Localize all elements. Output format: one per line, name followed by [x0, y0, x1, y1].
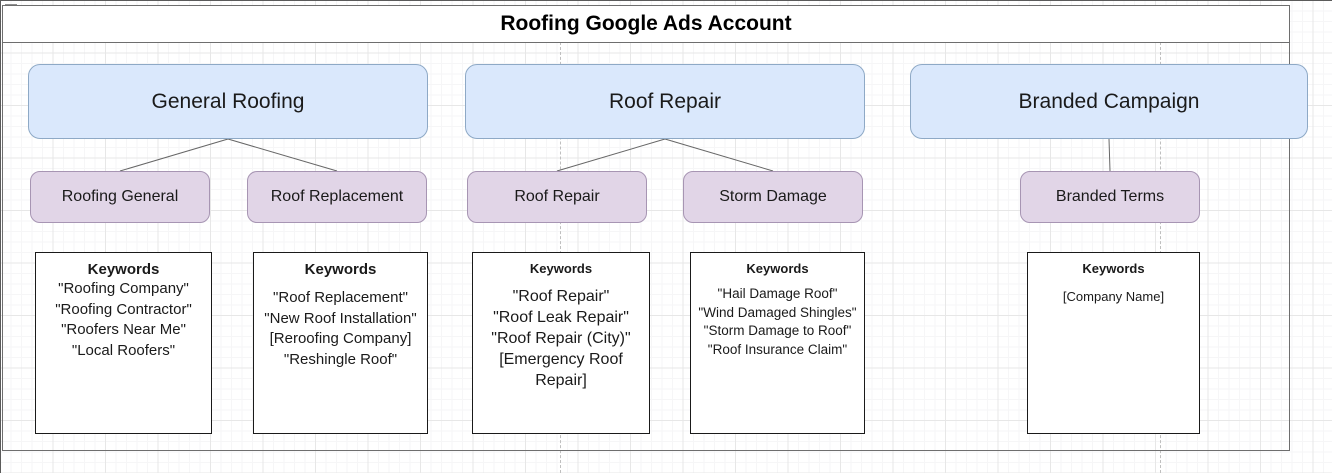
- adgroup-label: Branded Terms: [1055, 188, 1165, 205]
- connector[interactable]: [1108, 138, 1111, 172]
- campaign-label: Roof Repair: [608, 89, 722, 113]
- keywords-heading: Keywords: [304, 261, 377, 278]
- keywords-box-roof-repair[interactable]: Keywords "Roof Repair" "Roof Leak Repair"…: [472, 252, 650, 434]
- canvas-left-edge: [0, 0, 1, 473]
- keywords-heading: Keywords: [746, 261, 809, 276]
- keyword-line: "Roof Leak Repair": [493, 309, 629, 327]
- keywords-heading: Keywords: [87, 261, 160, 278]
- account-group-container[interactable]: Roofing Google Ads Account: [2, 5, 1290, 451]
- keywords-list: "Roofing Company" "Roofing Contractor" "Ro…: [36, 279, 211, 362]
- adgroup-node-roof-repair[interactable]: Roof Repair: [467, 171, 647, 223]
- keyword-line: [Reroofing Company]: [269, 330, 412, 348]
- keyword-line: [Emergency Roof Repair]: [499, 351, 623, 390]
- connector[interactable]: [119, 138, 229, 172]
- adgroup-label: Roof Repair: [514, 188, 600, 205]
- adgroup-label: Roof Replacement: [270, 188, 404, 205]
- keywords-box-roofing-general[interactable]: Keywords "Roofing Company" "Roofing Contr…: [35, 252, 212, 434]
- connector[interactable]: [556, 138, 666, 172]
- keyword-line: "Local Roofers": [71, 342, 176, 360]
- keyword-line: "Roofing Contractor": [55, 300, 192, 318]
- keywords-list: "Hail Damage Roof" "Wind Damaged Shingles…: [691, 285, 864, 360]
- keyword-line: "Roof Replacement": [273, 289, 408, 306]
- adgroup-node-storm-damage[interactable]: Storm Damage: [683, 171, 863, 223]
- canvas-top-edge: [0, 0, 1332, 1]
- connector[interactable]: [227, 138, 338, 172]
- keyword-line: "Reshingle Roof": [283, 351, 398, 369]
- keyword-line: "Roofing Company": [58, 280, 189, 297]
- keywords-heading: Keywords: [1082, 261, 1145, 276]
- keyword-line: "Roof Repair": [512, 288, 610, 305]
- adgroup-node-roofing-general[interactable]: Roofing General: [30, 171, 210, 223]
- campaign-node-branded-campaign[interactable]: Branded Campaign: [910, 64, 1308, 139]
- campaign-node-general-roofing[interactable]: General Roofing: [28, 64, 428, 139]
- keyword-line: "Storm Damage to Roof": [703, 323, 852, 339]
- adgroup-node-roof-replacement[interactable]: Roof Replacement: [247, 171, 427, 223]
- keywords-box-roof-replacement[interactable]: Keywords "Roof Replacement" "New Roof Ins…: [253, 252, 428, 434]
- adgroup-label: Roofing General: [61, 188, 179, 205]
- campaign-node-roof-repair[interactable]: Roof Repair: [465, 64, 865, 139]
- keyword-line: "Hail Damage Roof": [717, 286, 838, 301]
- campaign-label: Branded Campaign: [1018, 89, 1200, 113]
- keywords-list: "Roof Repair" "Roof Leak Repair" "Roof Rep…: [473, 286, 649, 392]
- keywords-list: [Company Name]: [1028, 288, 1199, 306]
- page-title: Roofing Google Ads Account: [500, 12, 792, 35]
- keyword-line: "New Roof Installation": [264, 309, 417, 327]
- keyword-line: "Wind Damaged Shingles": [698, 304, 857, 320]
- connector[interactable]: [664, 138, 774, 172]
- account-group-header: Roofing Google Ads Account: [3, 6, 1289, 43]
- keywords-box-storm-damage[interactable]: Keywords "Hail Damage Roof" "Wind Damaged…: [690, 252, 865, 434]
- campaign-label: General Roofing: [151, 89, 305, 113]
- keyword-line: "Roofers Near Me": [61, 321, 186, 339]
- keywords-list: "Roof Replacement" "New Roof Installation…: [254, 288, 427, 371]
- keyword-line: [Company Name]: [1062, 289, 1165, 304]
- adgroup-node-branded-terms[interactable]: Branded Terms: [1020, 171, 1200, 223]
- keyword-line: "Roof Insurance Claim": [707, 341, 848, 357]
- keywords-box-branded-terms[interactable]: Keywords [Company Name]: [1027, 252, 1200, 434]
- keyword-line: "Roof Repair (City)": [491, 330, 631, 348]
- keywords-heading: Keywords: [529, 261, 593, 276]
- adgroup-label: Storm Damage: [719, 188, 827, 205]
